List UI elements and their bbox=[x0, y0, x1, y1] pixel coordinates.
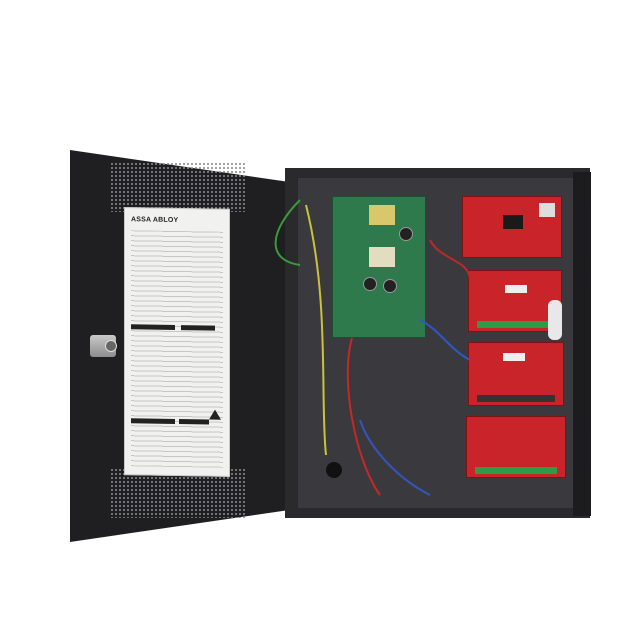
transformer bbox=[369, 247, 395, 267]
terminal-block bbox=[477, 395, 555, 402]
network-jack bbox=[539, 203, 555, 217]
mounting-clip bbox=[548, 300, 562, 340]
ic-chip bbox=[503, 215, 523, 229]
capacitor bbox=[363, 277, 377, 291]
board-label bbox=[505, 285, 527, 293]
control-board bbox=[462, 196, 562, 258]
distribution-board bbox=[468, 342, 564, 406]
power-supply-board bbox=[332, 196, 426, 338]
cabinet-side-wall bbox=[573, 172, 591, 516]
terminal-block bbox=[477, 321, 553, 328]
fuse-board bbox=[466, 416, 566, 478]
board-label bbox=[503, 353, 525, 361]
distribution-board bbox=[468, 270, 562, 332]
door-lock bbox=[90, 335, 117, 357]
capacitor bbox=[383, 279, 397, 293]
capacitor bbox=[399, 227, 413, 241]
terminal-block bbox=[475, 467, 557, 474]
transformer bbox=[369, 205, 395, 225]
door-vent-top bbox=[110, 162, 245, 212]
